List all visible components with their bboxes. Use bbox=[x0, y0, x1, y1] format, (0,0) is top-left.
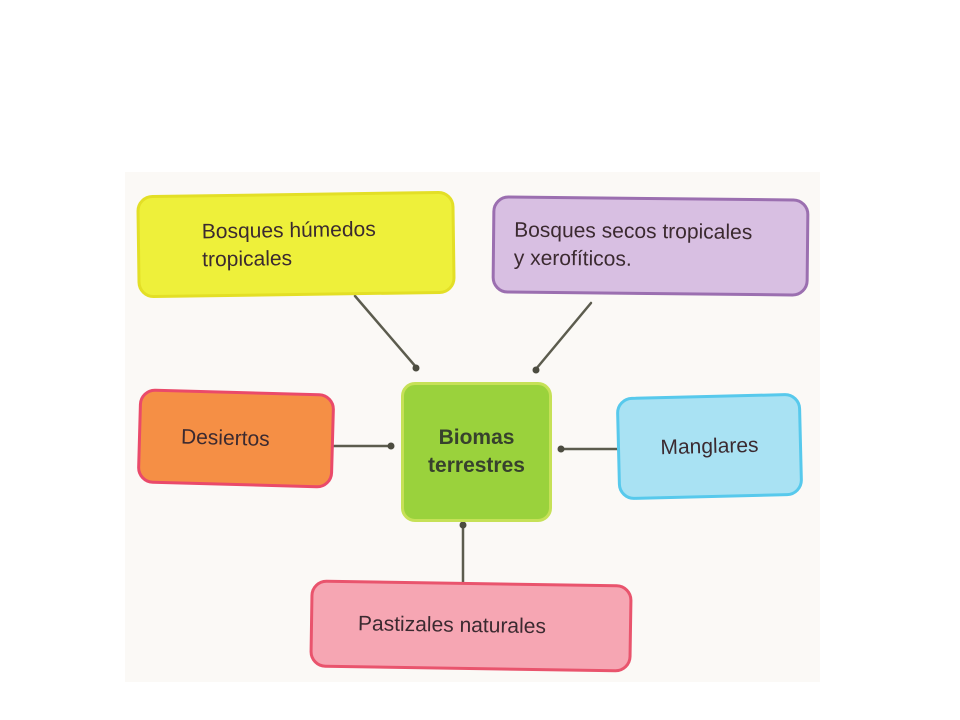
connector-dot-pastizales bbox=[459, 521, 467, 529]
connector-dot-bosques-humedos bbox=[412, 364, 420, 372]
node-pastizales-label: Pastizales naturales bbox=[357, 612, 547, 639]
node-center-line1: Biomas bbox=[438, 426, 515, 449]
node-bosques-secos-line2: y xerofíticos. bbox=[513, 246, 632, 271]
node-bosques-humedos-line2: tropicales bbox=[202, 246, 293, 271]
connector-bosques-humedos bbox=[353, 294, 418, 369]
node-manglares: Manglares bbox=[615, 392, 804, 501]
connector-bosques-secos bbox=[534, 301, 593, 371]
node-bosques-humedos-line1: Bosques húmedos bbox=[201, 217, 376, 243]
node-manglares-label: Manglares bbox=[660, 433, 759, 459]
node-bosques-humedos: Bosques húmedos tropicales bbox=[136, 190, 456, 299]
node-center-line2: terrestres bbox=[428, 454, 525, 477]
node-desiertos-label: Desiertos bbox=[180, 424, 271, 451]
node-bosques-secos: Bosques secos tropicales y xerofíticos. bbox=[491, 195, 810, 297]
connector-dot-manglares bbox=[557, 445, 565, 453]
node-desiertos: Desiertos bbox=[136, 388, 336, 489]
connector-dot-desiertos bbox=[387, 442, 395, 450]
node-pastizales-naturales: Pastizales naturales bbox=[309, 579, 633, 673]
node-bosques-secos-line1: Bosques secos tropicales bbox=[514, 218, 753, 245]
node-biomas-terrestres: Biomas terrestres bbox=[401, 382, 552, 522]
connector-dot-bosques-secos bbox=[532, 366, 540, 374]
